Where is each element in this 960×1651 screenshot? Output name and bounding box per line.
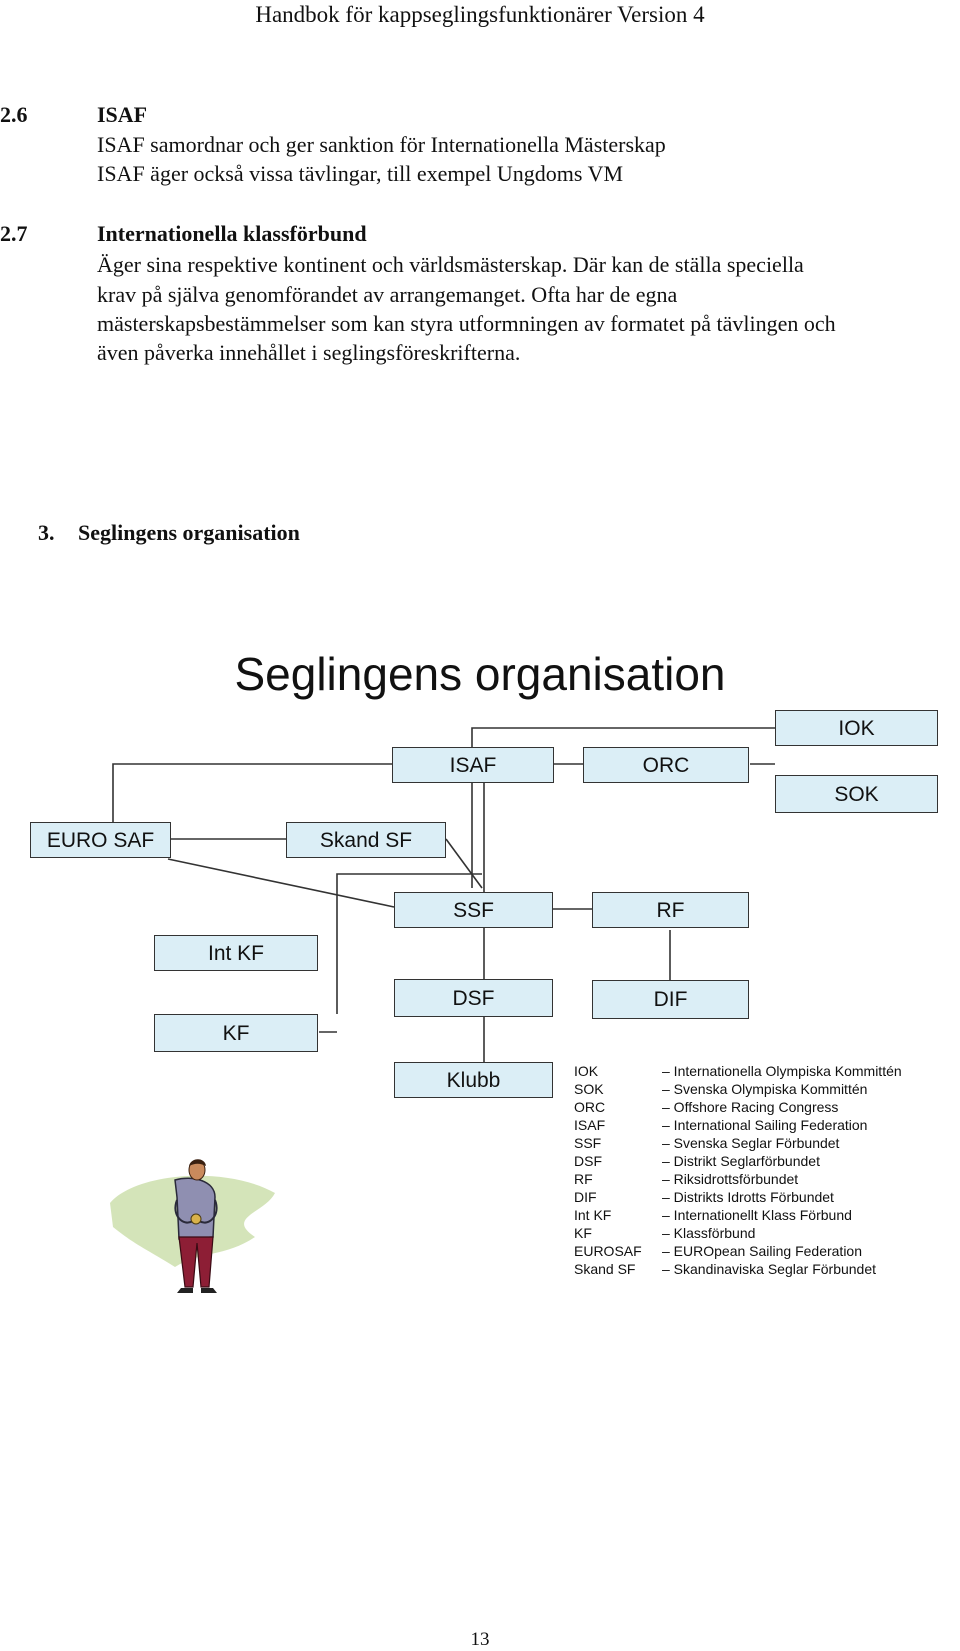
legend-desc: – International Sailing Federation — [662, 1117, 868, 1133]
section-number-3: 3. — [38, 520, 55, 545]
legend-desc: – Svenska Olympiska Kommittén — [662, 1081, 868, 1097]
legend-desc: – Internationella Olympiska Kommittén — [662, 1063, 902, 1079]
legend-abbr: EUROSAF — [574, 1243, 642, 1259]
legend-desc: – Klassförbund — [662, 1225, 756, 1241]
legend-abbr: SSF — [574, 1135, 602, 1151]
section-2-7-line: krav på själva genomförandet av arrangem… — [97, 282, 678, 307]
org-box-kf: KF — [154, 1014, 318, 1052]
legend-abbr: ORC — [574, 1099, 606, 1115]
legend-abbr: DSF — [574, 1153, 602, 1169]
legend-desc: – Svenska Seglar Förbundet — [662, 1135, 840, 1151]
legend-desc: – EUROpean Sailing Federation — [662, 1243, 863, 1259]
org-box-dif: DIF — [592, 980, 749, 1019]
section-number-2-7: 2.7 — [0, 221, 28, 246]
legend-abbr: IOK — [574, 1063, 599, 1079]
legend-abbr: DIF — [574, 1189, 597, 1205]
legend-abbr: SOK — [574, 1081, 604, 1097]
legend-desc: – Distrikts Idrotts Förbundet — [662, 1189, 834, 1205]
legend-desc: – Skandinaviska Seglar Förbundet — [662, 1261, 877, 1277]
page-number: 13 — [470, 1629, 490, 1650]
section-2-6-line: ISAF samordnar och ger sanktion för Inte… — [97, 132, 666, 157]
legend-desc: – Offshore Racing Congress — [662, 1099, 839, 1115]
org-box-isaf: ISAF — [392, 747, 554, 783]
legend-abbr: Skand SF — [574, 1261, 636, 1277]
org-box-iok: IOK — [775, 710, 938, 746]
legend-abbr: ISAF — [574, 1117, 606, 1133]
legend-abbr: RF — [574, 1171, 593, 1187]
section-2-7-line: Äger sina respektive kontinent och värld… — [97, 252, 804, 277]
org-box-eurosaf: EURO SAF — [30, 822, 171, 858]
legend-desc: – Internationellt Klass Förbund — [662, 1207, 852, 1223]
org-box-klubb: Klubb — [394, 1062, 553, 1098]
diagram-title: Seglingens organisation — [234, 648, 726, 700]
person-illustration — [110, 1159, 275, 1293]
org-box-intkf: Int KF — [154, 935, 318, 971]
legend-abbr: Int KF — [574, 1207, 612, 1223]
section-title-organisation: Seglingens organisation — [78, 520, 300, 545]
org-box-rf: RF — [592, 892, 749, 928]
section-number-2-6: 2.6 — [0, 102, 28, 127]
legend-desc: – Riksidrottsförbundet — [662, 1171, 799, 1187]
section-2-7-line: även påverka innehållet i seglingsföresk… — [97, 340, 521, 365]
org-box-dsf: DSF — [394, 979, 553, 1017]
section-title-klassforbund: Internationella klassförbund — [97, 221, 367, 246]
org-box-orc: ORC — [583, 747, 749, 783]
section-title-isaf: ISAF — [97, 102, 148, 127]
org-box-sok: SOK — [775, 775, 938, 813]
legend-abbr: KF — [574, 1225, 592, 1241]
section-2-6-line: ISAF äger också vissa tävlingar, till ex… — [97, 161, 624, 186]
org-box-ssf: SSF — [394, 892, 553, 928]
org-box-skandsf: Skand SF — [286, 822, 446, 858]
running-header: Handbok för kappseglingsfunktionärer Ver… — [255, 2, 705, 27]
legend-desc: – Distrikt Seglarförbundet — [662, 1153, 820, 1169]
section-2-7-line: mästerskapsbestämmelser som kan styra ut… — [97, 311, 836, 336]
